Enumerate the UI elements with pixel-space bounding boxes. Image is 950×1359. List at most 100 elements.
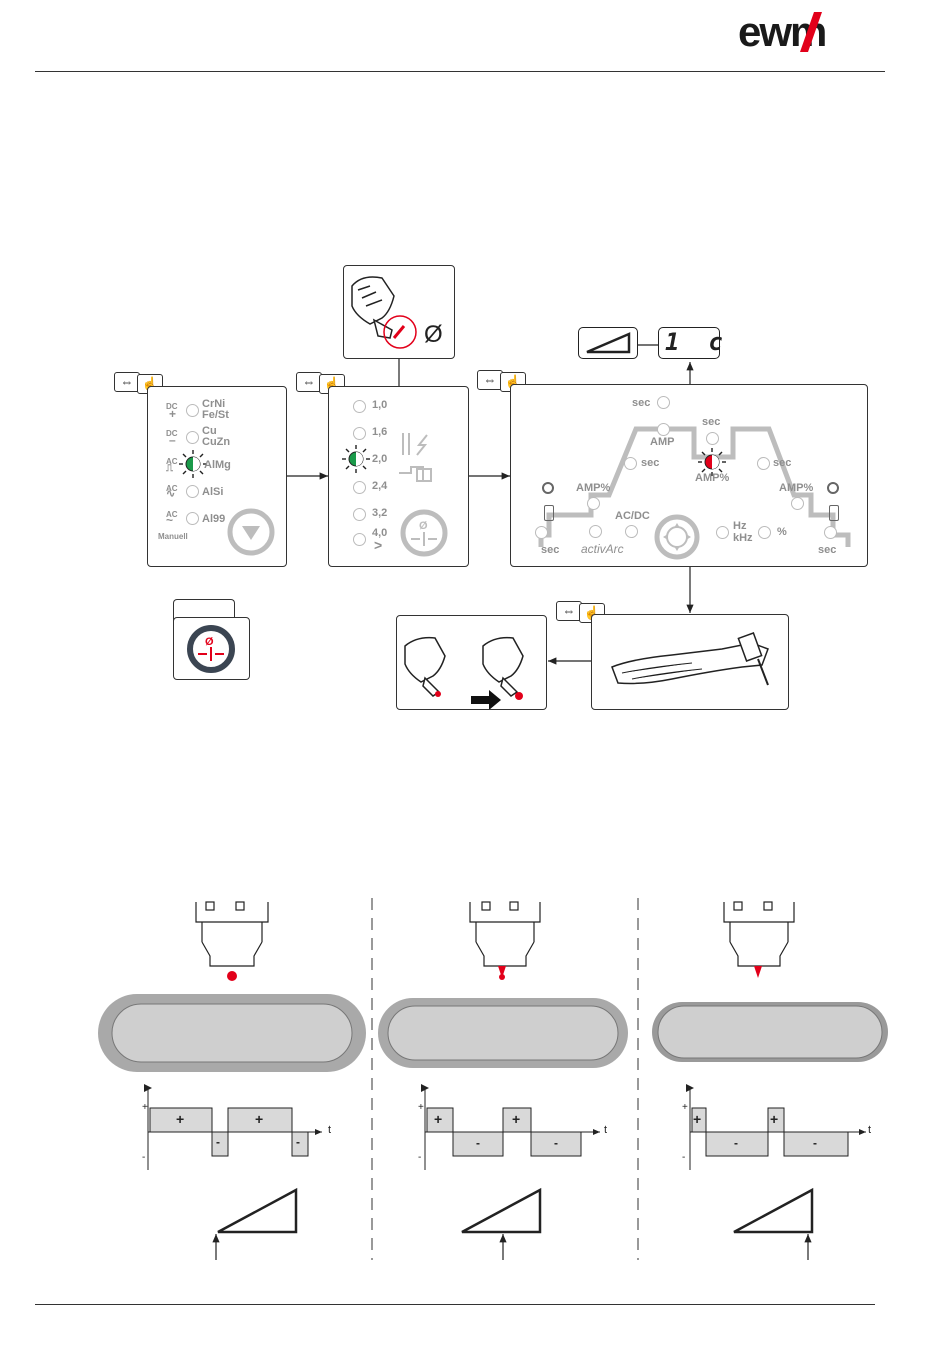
wave3-plus-2: + <box>770 1111 778 1127</box>
label-sec-bottom-right: sec <box>818 545 836 556</box>
sign-minus: – <box>169 435 176 446</box>
label-hz: Hz <box>733 521 746 532</box>
label-amp-pct-left: AMP% <box>576 483 610 494</box>
led-alsi[interactable] <box>186 485 199 498</box>
manual-label: Manuell <box>158 531 188 542</box>
led-d16[interactable] <box>353 427 366 440</box>
led-d40[interactable] <box>353 533 366 546</box>
diameter-button-box[interactable]: Ø <box>173 617 250 680</box>
wave1-t: t <box>328 1124 331 1136</box>
down-arrow-button[interactable] <box>226 507 276 557</box>
led-sec-bottom-left[interactable] <box>535 526 548 539</box>
sign-sine-2: ~ <box>166 515 173 526</box>
led-sec-left[interactable] <box>624 457 637 470</box>
sign-square: ⎍ <box>166 463 173 474</box>
wave2-plus-axis: + <box>418 1102 424 1113</box>
label-amp-pct-right: AMP% <box>779 483 813 494</box>
led-amp-pct-left[interactable] <box>587 497 600 510</box>
led-cu[interactable] <box>186 431 199 444</box>
diameter-1-0: 1,0 <box>372 400 387 411</box>
arc-icons <box>397 429 445 499</box>
wave1-minus-1: - <box>216 1135 220 1149</box>
label-pct: % <box>777 527 787 538</box>
material-crni: CrNi Fe/St <box>202 399 229 421</box>
sign-sine-1: ∿ <box>166 489 175 500</box>
gas-icon-left <box>544 505 554 521</box>
wave2-plus-1: + <box>434 1111 442 1127</box>
led-al99[interactable] <box>186 512 199 525</box>
wave2-minus-1: - <box>476 1136 480 1150</box>
label-sec-right: sec <box>773 458 791 469</box>
ramp-display <box>578 327 638 359</box>
waveform-3 <box>690 1088 866 1170</box>
wave2-plus-2: + <box>512 1111 520 1127</box>
diameter-panel: 1,0 1,6 2,0 2,4 3,2 4,0 > Ø <box>328 386 469 567</box>
label-sec-left: sec <box>641 458 659 469</box>
material-al99: Al99 <box>202 514 225 525</box>
diameter-button-icon: Ø <box>174 618 248 678</box>
led-sec-right[interactable] <box>757 457 770 470</box>
led-amp-pct-right[interactable] <box>791 497 804 510</box>
waveform-2 <box>425 1088 600 1170</box>
led-d24[interactable] <box>353 481 366 494</box>
led-pct[interactable] <box>758 526 771 539</box>
led-hz[interactable] <box>716 526 729 539</box>
svg-text:Ø: Ø <box>205 636 214 648</box>
torch-illustration: Ø <box>344 266 454 358</box>
tungsten-tip-box <box>396 615 547 710</box>
diameter-3-2: 3,2 <box>372 508 387 519</box>
welding-sequence-panel: sec AMP sec sec AMP% sec AMP% AMP% AC/DC… <box>510 384 868 567</box>
wave3-plus-1: + <box>693 1111 701 1127</box>
wave3-t: t <box>868 1124 871 1136</box>
led-d20-active[interactable] <box>341 444 371 474</box>
led-amp[interactable] <box>657 423 670 436</box>
diameter-2-0: 2,0 <box>372 454 387 465</box>
arc-comparison-diagram <box>0 880 950 1280</box>
wave2-minus-2: - <box>554 1136 558 1150</box>
led-sec-bottom-right[interactable] <box>824 526 837 539</box>
display-value: 1 c <box>665 328 723 356</box>
diameter-1-6: 1,6 <box>372 427 387 438</box>
diameter-symbol: Ø <box>424 321 443 348</box>
navigation-dial[interactable] <box>653 513 701 561</box>
label-khz: kHz <box>733 533 753 544</box>
greater-than-sign: > <box>374 540 382 551</box>
led-d32[interactable] <box>353 508 366 521</box>
clock-icon-left <box>542 482 554 494</box>
wave1-minus-2: - <box>296 1135 300 1149</box>
wave1-plus-2: + <box>255 1111 263 1127</box>
wave3-plus-axis: + <box>682 1102 688 1113</box>
label-amp: AMP <box>650 437 674 448</box>
label-sec-top2: sec <box>702 417 720 428</box>
footer-rule <box>35 1304 875 1305</box>
wave2-t: t <box>604 1124 607 1136</box>
svg-text:Ø: Ø <box>419 520 428 532</box>
label-sec-bottom-left: sec <box>541 545 559 556</box>
led-sec-top2[interactable] <box>706 432 719 445</box>
clock-icon-right <box>827 482 839 494</box>
label-activarc: activArc <box>581 544 624 555</box>
wave3-minus-axis: - <box>682 1152 685 1163</box>
ramp-icon <box>579 328 637 358</box>
led-d10[interactable] <box>353 400 366 413</box>
waveform-1 <box>148 1088 322 1170</box>
led-activarc[interactable] <box>589 525 602 538</box>
wave1-plus-1: + <box>176 1111 184 1127</box>
diameter-button[interactable]: Ø <box>399 508 449 558</box>
sign-plus: + <box>169 409 176 420</box>
gas-icon-right <box>829 505 839 521</box>
led-acdc[interactable] <box>625 525 638 538</box>
label-amp-pct-mid: AMP% <box>695 473 729 484</box>
material-almg: AlMg <box>204 460 231 471</box>
led-sec-top[interactable] <box>657 396 670 409</box>
label-sec-top: sec <box>632 398 650 409</box>
torch-box <box>591 614 789 710</box>
wave3-minus-1: - <box>734 1136 738 1150</box>
led-crni[interactable] <box>186 404 199 417</box>
material-panel: DC + CrNi Fe/St DC – Cu CuZn AC ⎍ AlMg A… <box>147 386 287 567</box>
material-cu: Cu CuZn <box>202 426 230 448</box>
tip-transition-illustration <box>397 616 546 709</box>
welding-torch-illustration <box>592 615 788 709</box>
wave1-plus-axis: + <box>142 1102 148 1113</box>
wave3-minus-2: - <box>813 1136 817 1150</box>
